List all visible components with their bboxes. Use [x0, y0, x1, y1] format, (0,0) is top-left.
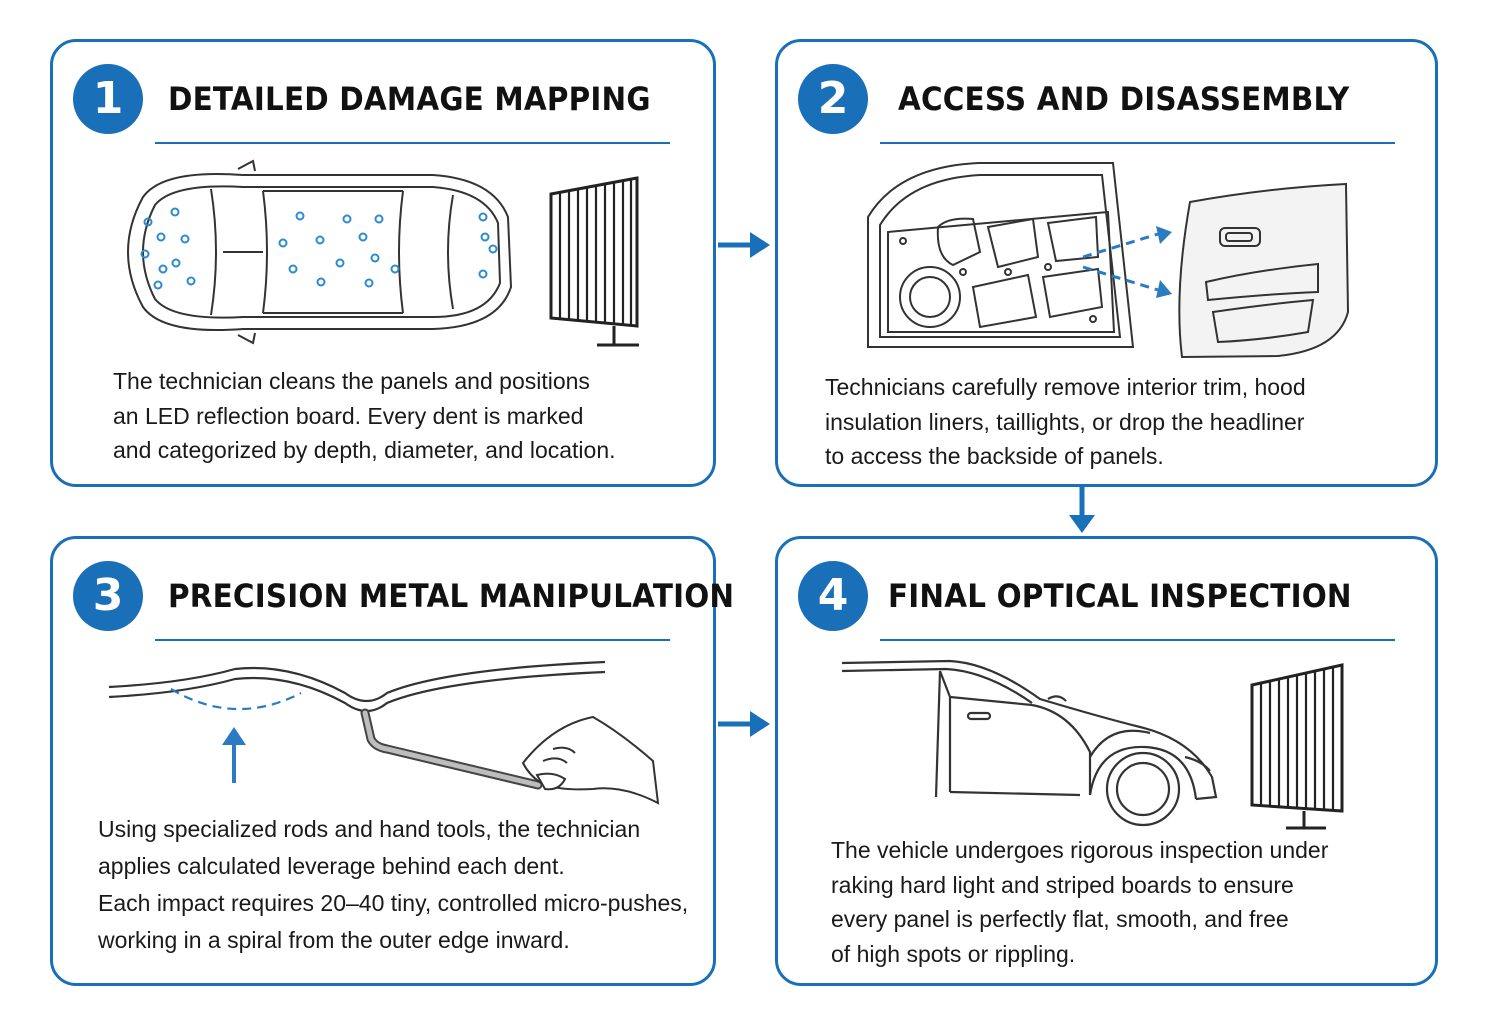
door-frame-icon	[867, 162, 1135, 348]
title-underline	[880, 142, 1395, 144]
title-underline	[880, 639, 1395, 641]
step-number-badge: 2	[798, 64, 868, 134]
step-1-panel: 1 DETAILED DAMAGE MAPPING	[50, 39, 716, 487]
step-title: PRECISION METAL MANIPULATION	[168, 577, 735, 615]
door-trim-panel-icon	[1178, 182, 1350, 359]
arrow-step3-to-step4	[718, 711, 770, 737]
step-2-panel: 2 ACCESS AND DISASSEMBLY	[775, 39, 1438, 487]
hand-rod-tool-icon	[360, 708, 660, 805]
step-number-badge: 4	[798, 561, 868, 631]
car-top-view-icon	[127, 159, 513, 345]
step-number-badge: 1	[73, 64, 143, 134]
step-title: DETAILED DAMAGE MAPPING	[168, 80, 651, 118]
step-3-panel: 3 PRECISION METAL MANIPULATION Using spe…	[50, 536, 734, 986]
step-description: Using specialized rods and hand tools, t…	[98, 816, 689, 953]
step-description: The vehicle undergoes rigorous inspectio…	[831, 837, 1329, 967]
step-description: Technicians carefully remove interior tr…	[825, 374, 1306, 469]
step-description: The technician cleans the panels and pos…	[113, 368, 616, 463]
arrow-step2-to-step4	[1069, 487, 1095, 533]
step-number-badge: 3	[73, 561, 143, 631]
push-arrow-icon	[222, 727, 246, 783]
car-side-view-icon	[841, 659, 1218, 827]
step-4-panel: 4 FINAL OPTICAL INSPECTION	[775, 536, 1438, 986]
panel-cross-section-icon	[108, 660, 606, 713]
title-underline	[155, 639, 670, 641]
title-underline	[155, 142, 670, 144]
step-title: ACCESS AND DISASSEMBLY	[898, 80, 1350, 118]
striped-inspection-board-icon	[1250, 663, 1344, 830]
removal-arrows-icon	[1082, 226, 1172, 298]
arrow-step1-to-step2	[718, 232, 770, 258]
step-title: FINAL OPTICAL INSPECTION	[888, 577, 1352, 615]
led-reflection-board-icon	[549, 176, 639, 347]
